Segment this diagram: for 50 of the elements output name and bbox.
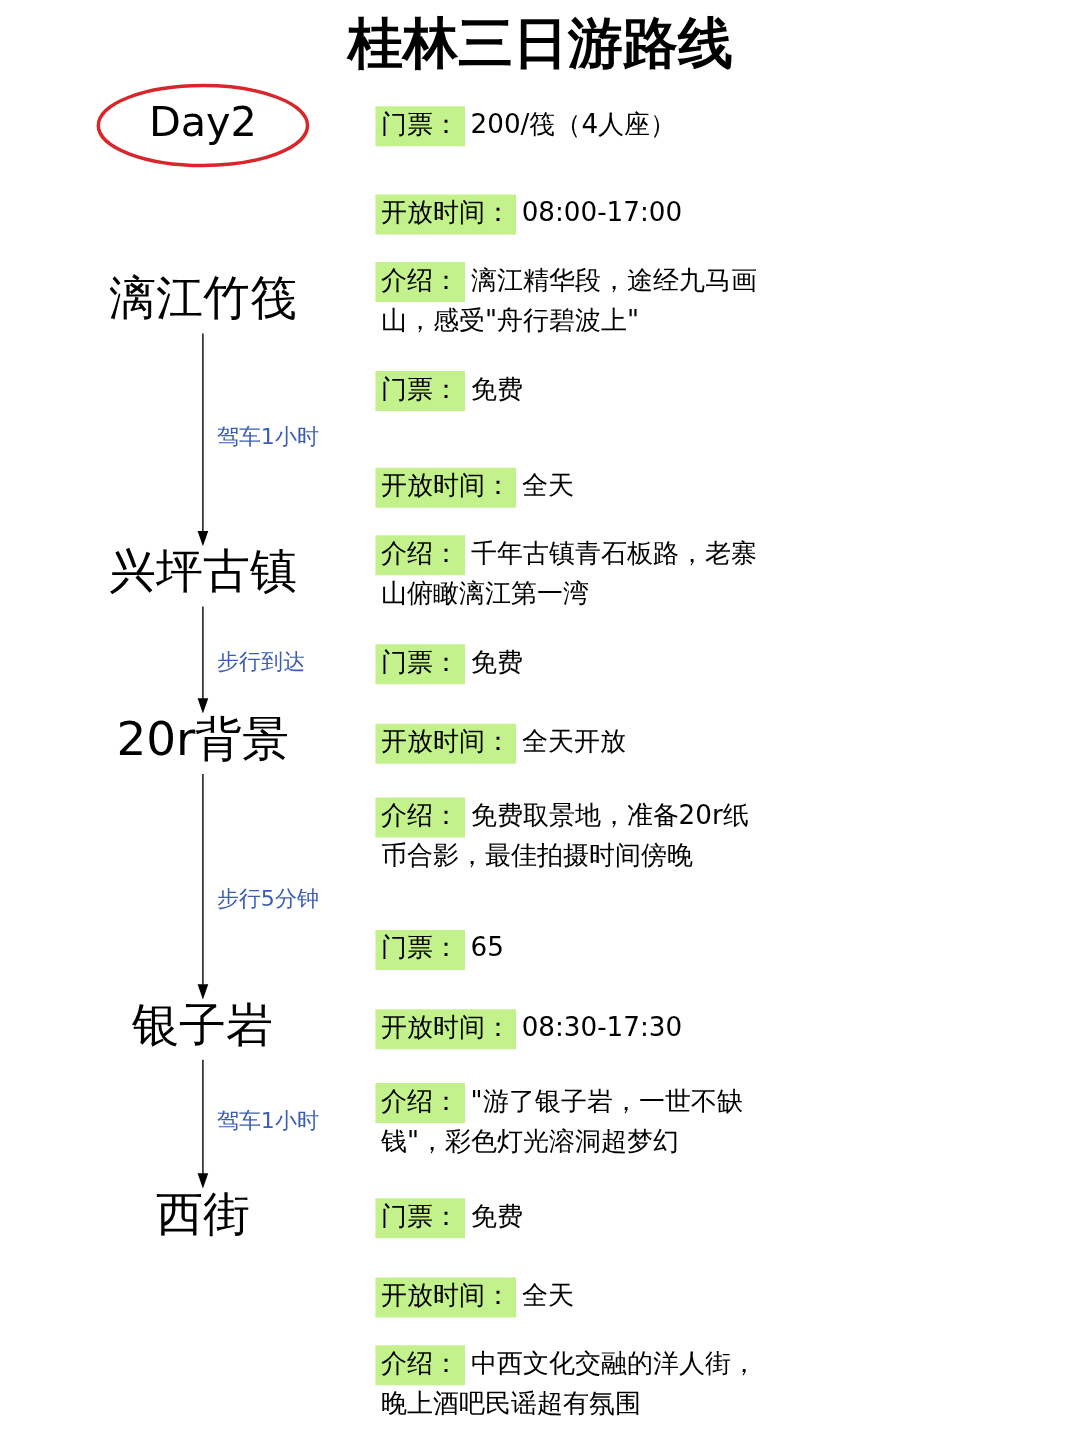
node-label: 免费 xyxy=(470,646,523,677)
node-label: 全天 xyxy=(521,1280,574,1311)
node-label: 山，感受"舟行碧波上" xyxy=(380,304,639,335)
arrow xyxy=(197,332,208,547)
arrow xyxy=(197,605,208,714)
node-label: 千年古镇青石板路，老寨 xyxy=(470,537,757,568)
arrow xyxy=(197,1059,208,1189)
node-box: 门票： xyxy=(374,929,465,970)
node-box: 门票： xyxy=(374,106,465,147)
node-label: 币合影，最佳拍摄时间傍晚 xyxy=(380,839,693,870)
node-label: 山俯瞰漓江第一湾 xyxy=(380,577,589,608)
node-label: 08:30-17:30 xyxy=(521,1011,682,1042)
arrow xyxy=(197,773,208,1000)
node-box: 介绍： xyxy=(374,797,465,838)
node-box: 门票： xyxy=(374,371,465,412)
node-box: 介绍： xyxy=(374,1083,465,1124)
node-box: 介绍： xyxy=(374,262,465,303)
edge-label: 步行5分钟 xyxy=(216,886,319,912)
node-label: 全天 xyxy=(521,470,574,501)
node-box: 开放时间： xyxy=(374,467,516,508)
node-box: 开放时间： xyxy=(374,1009,516,1050)
node-label: 漓江精华段，途经九马画 xyxy=(470,264,757,295)
node-box: 介绍： xyxy=(374,1345,465,1386)
node-box: 门票： xyxy=(374,1198,465,1239)
node-text: 20r背景 xyxy=(115,710,289,766)
node-box: 介绍： xyxy=(374,535,465,576)
node-label: 免费 xyxy=(470,373,523,404)
node-label: 钱"，彩色灯光溶洞超梦幻 xyxy=(380,1125,679,1156)
edge-label: 驾车1小时 xyxy=(216,1108,319,1134)
node-label: 200/筏（4人座） xyxy=(470,108,676,139)
edge-label: 步行到达 xyxy=(216,648,305,674)
node-label: 免费取景地，准备20r纸 xyxy=(470,799,749,830)
node-label: "游了银子岩，一世不缺 xyxy=(470,1085,743,1116)
node-label: 免费 xyxy=(470,1200,523,1231)
node-box: 开放时间： xyxy=(374,723,516,764)
node-label: 全天开放 xyxy=(521,726,626,757)
node-box: 开放时间： xyxy=(374,194,516,235)
node-text: 银子岩 xyxy=(131,996,273,1052)
node-label: 65 xyxy=(470,932,504,963)
node-text: 兴坪古镇 xyxy=(108,543,297,599)
node-text: 漓江竹筏 xyxy=(108,270,297,326)
node-box: 门票： xyxy=(374,644,465,685)
node-text: 西街 xyxy=(155,1185,250,1241)
node-box: 开放时间： xyxy=(374,1277,516,1318)
diagram-title: 桂林三日游路线 xyxy=(347,11,733,76)
node-label: 08:00-17:00 xyxy=(521,196,682,227)
node-label: 中西文化交融的洋人街， xyxy=(470,1347,757,1378)
edge-label: 驾车1小时 xyxy=(216,423,319,449)
node-ellipse: Day2 xyxy=(96,83,309,168)
node-label: 晚上酒吧民谣超有氛围 xyxy=(380,1387,641,1418)
